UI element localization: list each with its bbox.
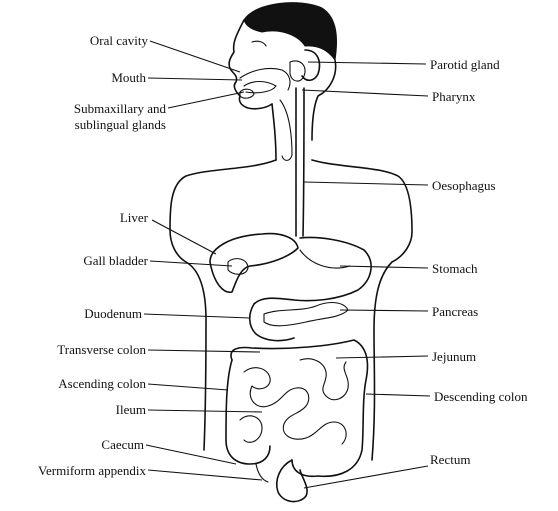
ascending-colon-shape [225,359,271,465]
jejunum-coils [299,358,349,401]
thyroid [279,99,293,161]
leader-gall-bladder [149,260,233,267]
leader-descending-colon [365,393,431,397]
tongue [243,80,277,94]
liver-shape [209,232,299,293]
ileum-coils-2 [239,415,263,443]
pancreas-shape [263,301,349,327]
leader-ileum [147,409,263,413]
label-ascending-colon: Ascending colon [58,376,146,391]
label-caecum: Caecum [101,437,144,452]
hair [243,2,337,62]
label-ileum: Ileum [115,402,146,417]
leader-liver [151,219,217,255]
label-pancreas: Pancreas [432,304,479,319]
label-rectum: Rectum [430,452,471,467]
label-gall-bladder: Gall bladder [83,253,148,268]
leader-appendix [147,469,263,481]
eye [251,40,267,47]
label-salivary-line2: sublingual glands [74,117,166,132]
torso-right [311,159,413,461]
oral-cavity [239,67,291,91]
leader-pancreas [339,309,429,312]
label-descending-colon: Descending colon [434,389,528,404]
neck-front [271,103,277,161]
appendix-shape [255,463,269,483]
face-profile [228,19,273,110]
oesophagus-right [302,87,305,237]
submaxillary-gland [239,88,255,99]
label-duodenum: Duodenum [84,306,142,321]
label-parotid-gland: Parotid gland [430,57,500,72]
leader-caecum [145,444,237,465]
colon-frame [230,339,369,478]
ileum-coils [243,367,347,445]
leader-pharynx [301,89,429,97]
label-pharynx: Pharynx [432,89,476,104]
label-jejunum: Jejunum [432,349,477,364]
label-vermiform-appendix: Vermiform appendix [38,463,146,478]
torso-left [169,159,277,451]
label-mouth: Mouth [111,70,146,85]
leader-mouth [147,77,243,81]
leader-rectum [303,465,429,489]
label-oral-cavity: Oral cavity [89,33,148,48]
head-back [311,59,337,141]
leader-oral-cavity [149,40,241,73]
ear [301,49,321,82]
label-salivary-line1: Submaxillary and [73,101,166,116]
stomach-shape [253,236,372,305]
gall-bladder-shape [227,258,249,275]
label-liver: Liver [119,210,148,225]
leader-oesophagus [303,181,429,186]
leader-salivary [167,91,245,109]
leader-parotid [307,61,427,65]
label-transverse-colon: Transverse colon [57,342,146,357]
label-oesophagus: Oesophagus [432,178,496,193]
leader-jejunum [335,355,429,359]
stomach-inner [299,249,351,269]
label-stomach: Stomach [432,261,478,276]
duodenum-shape [248,303,295,342]
leader-stomach [339,265,429,269]
leader-transverse-colon [147,349,261,353]
leader-ascending-colon [147,383,229,391]
rectum-shape [276,459,308,503]
leader-duodenum [143,313,251,319]
parotid [289,60,306,82]
